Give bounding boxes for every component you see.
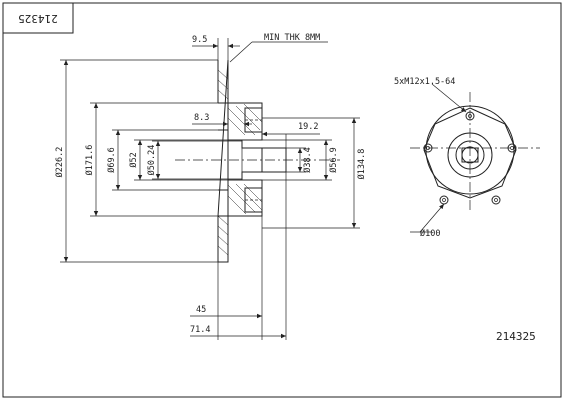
dim-inner-38: Ø38.4 [302,147,313,173]
front-view [410,83,540,233]
bolt-hole-5 [423,143,433,153]
dim-bore-69: Ø69.6 [106,147,117,173]
part-number: 214325 [496,330,536,343]
dim-outer-diameter: Ø226.2 [54,147,65,178]
corner-code: 214325 [18,12,58,25]
dim-56: Ø56.9 [328,147,339,173]
dim-8-3: 8.3 [194,113,209,123]
dim-hat-diameter: Ø171.6 [84,145,95,176]
min-thickness-note: MIN THK 8MM [264,33,320,43]
dim-bore-50: Ø50.24 [146,145,157,176]
bolt-spec-label: 5xM12x1.5-64 [394,77,455,87]
hub-section-top [218,102,263,141]
dim-45: 45 [196,305,206,315]
bolt-hole-3 [491,195,501,205]
hub-section-bottom [218,179,263,217]
dim-thickness: 9.5 [192,35,207,45]
section-view [175,59,340,263]
bolt-hole-1 [465,111,475,121]
corner-code-box: 214325 [2,2,74,34]
dim-134: Ø134.8 [356,149,367,180]
dim-bore-52: Ø52 [128,152,139,167]
bolt-hole-2 [507,143,517,153]
disc-face [217,59,229,263]
dim-71-4: 71.4 [190,325,210,335]
dimension-lines [60,38,360,340]
dim-pcd: Ø100 [420,228,440,239]
bolt-hole-4 [439,195,449,205]
dim-19-2: 19.2 [298,122,318,132]
